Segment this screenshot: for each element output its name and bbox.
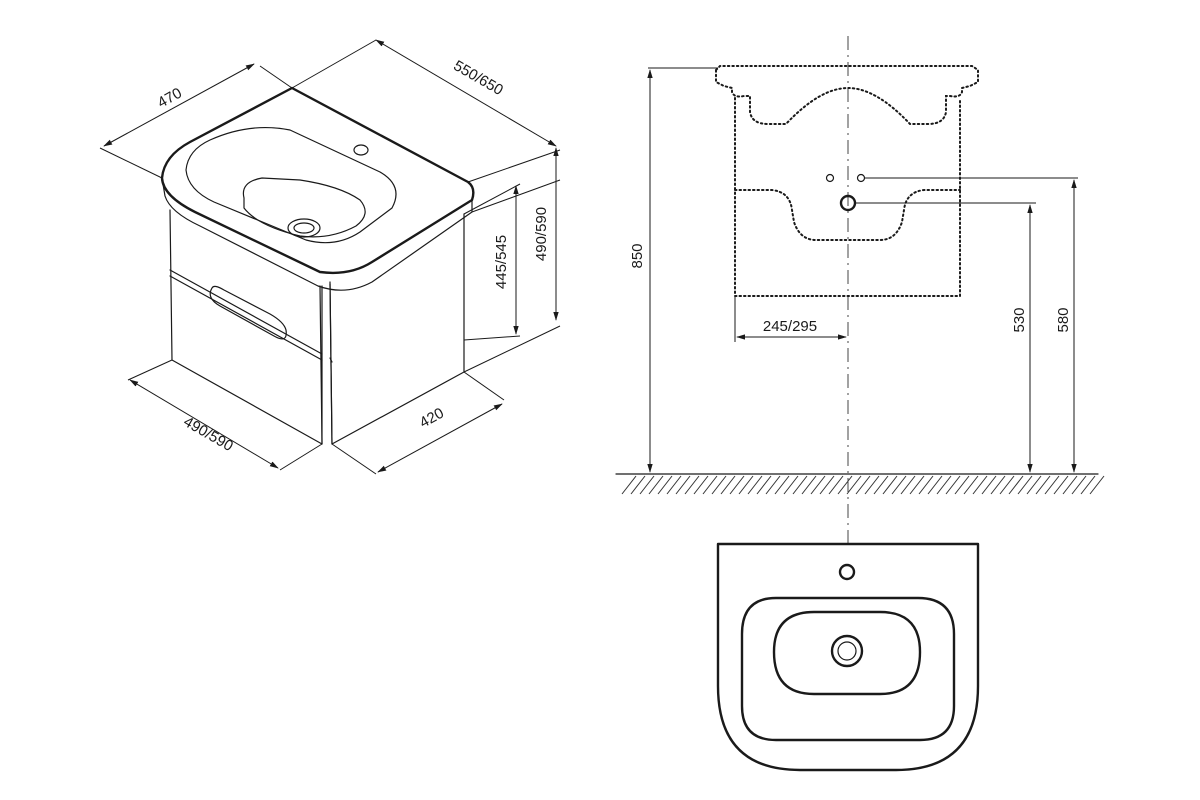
hatch-stroke — [990, 475, 1006, 495]
basin-bowl — [242, 177, 366, 238]
drawer-split-line — [169, 269, 323, 355]
hatch-stroke — [981, 475, 997, 495]
plan-drain-outer-icon — [830, 634, 864, 668]
hatch-stroke — [657, 475, 673, 495]
hatch-stroke — [936, 475, 952, 495]
hatch-stroke — [783, 475, 799, 495]
hatch-stroke — [954, 475, 970, 495]
hatch-stroke — [1062, 475, 1078, 495]
hatch-stroke — [855, 475, 871, 495]
hatch-stroke — [882, 475, 898, 495]
basin-bowl-rim — [185, 126, 397, 244]
hatch-stroke — [675, 475, 691, 495]
basin-profile-dotted — [715, 65, 979, 125]
isometric-view: 470 550/650 490/590 445/545 490/590 420 — [99, 39, 561, 475]
hatch-stroke — [900, 475, 916, 495]
siphon-profile-dotted — [734, 189, 961, 241]
dim-line-550-650 — [375, 39, 557, 147]
hatch-stroke — [693, 475, 709, 495]
cabinet-profile-dotted — [734, 97, 961, 297]
hatch-stroke — [1026, 475, 1042, 495]
drawer-handle — [209, 285, 287, 340]
dim-label-850: 850 — [629, 243, 646, 268]
plan-drain-inner-icon — [837, 641, 857, 661]
dim-label-550-650: 550/650 — [451, 57, 506, 99]
drawer-split-right — [329, 357, 333, 363]
hatch-stroke — [963, 475, 979, 495]
tap-hole-right-icon — [856, 173, 866, 183]
hatch-stroke — [720, 475, 736, 495]
hatch-stroke — [702, 475, 718, 495]
hatch-stroke — [729, 475, 745, 495]
drawer-split-line-2 — [169, 275, 323, 361]
hatch-stroke — [1080, 475, 1096, 495]
dim-label-490-590-height: 490/590 — [533, 207, 550, 261]
hatch-stroke — [846, 475, 862, 495]
hatch-stroke — [1017, 475, 1033, 495]
floor-hatching — [621, 475, 1105, 495]
dim-label-490-590-width: 490/590 — [181, 413, 236, 455]
tap-hole-icon — [353, 144, 369, 156]
hatch-stroke — [630, 475, 646, 495]
hatch-stroke — [774, 475, 790, 495]
hatch-stroke — [891, 475, 907, 495]
hatch-stroke — [1071, 475, 1087, 495]
hatch-stroke — [1053, 475, 1069, 495]
hatch-stroke — [810, 475, 826, 495]
hatch-stroke — [864, 475, 880, 495]
basin-slab-edge — [161, 177, 473, 291]
plan-tap-hole-icon — [838, 563, 856, 581]
hatch-stroke — [837, 475, 853, 495]
hatch-stroke — [711, 475, 727, 495]
hatch-stroke — [738, 475, 754, 495]
dim-label-420: 420 — [417, 405, 447, 432]
hatch-stroke — [1089, 475, 1105, 495]
drain-outer-icon — [287, 218, 321, 238]
dim-label-445-545: 445/545 — [493, 235, 510, 289]
dim-line-490-590-width — [129, 379, 279, 469]
hatch-stroke — [927, 475, 943, 495]
plan-view — [716, 542, 980, 772]
hatch-stroke — [828, 475, 844, 495]
hatch-stroke — [819, 475, 835, 495]
hatch-stroke — [1008, 475, 1024, 495]
dim-label-470: 470 — [155, 85, 185, 112]
hatch-stroke — [945, 475, 961, 495]
hatch-stroke — [666, 475, 682, 495]
hatch-stroke — [765, 475, 781, 495]
cabinet-right-face — [329, 213, 465, 445]
dim-label-245-295: 245/295 — [763, 318, 817, 335]
dim-label-580: 580 — [1055, 307, 1072, 332]
dim-line-470 — [103, 63, 255, 147]
hatch-stroke — [747, 475, 763, 495]
front-elevation-view: 850 530 580 245/295 — [615, 36, 1105, 545]
drain-inner-icon — [293, 222, 315, 234]
cabinet-left-face — [169, 209, 323, 445]
hatch-stroke — [1044, 475, 1060, 495]
hatch-stroke — [801, 475, 817, 495]
tap-hole-left-icon — [825, 173, 835, 183]
dim-line-420 — [377, 403, 503, 473]
hatch-stroke — [873, 475, 889, 495]
hatch-stroke — [972, 475, 988, 495]
hatch-stroke — [792, 475, 808, 495]
drain-outlet-icon — [839, 194, 857, 212]
basin-plan-rim — [740, 596, 956, 742]
hatch-stroke — [909, 475, 925, 495]
hatch-stroke — [1035, 475, 1051, 495]
hatch-stroke — [999, 475, 1015, 495]
hatch-stroke — [648, 475, 664, 495]
basin-top-outline — [160, 86, 475, 275]
hatch-stroke — [639, 475, 655, 495]
hatch-stroke — [918, 475, 934, 495]
basin-plan-bowl — [772, 610, 922, 696]
hatch-stroke — [684, 475, 700, 495]
dim-label-530: 530 — [1011, 307, 1028, 332]
cabinet-corner-2 — [329, 283, 333, 445]
hatch-stroke — [756, 475, 772, 495]
hatch-stroke — [621, 475, 637, 495]
basin-plan-outline — [716, 542, 980, 772]
